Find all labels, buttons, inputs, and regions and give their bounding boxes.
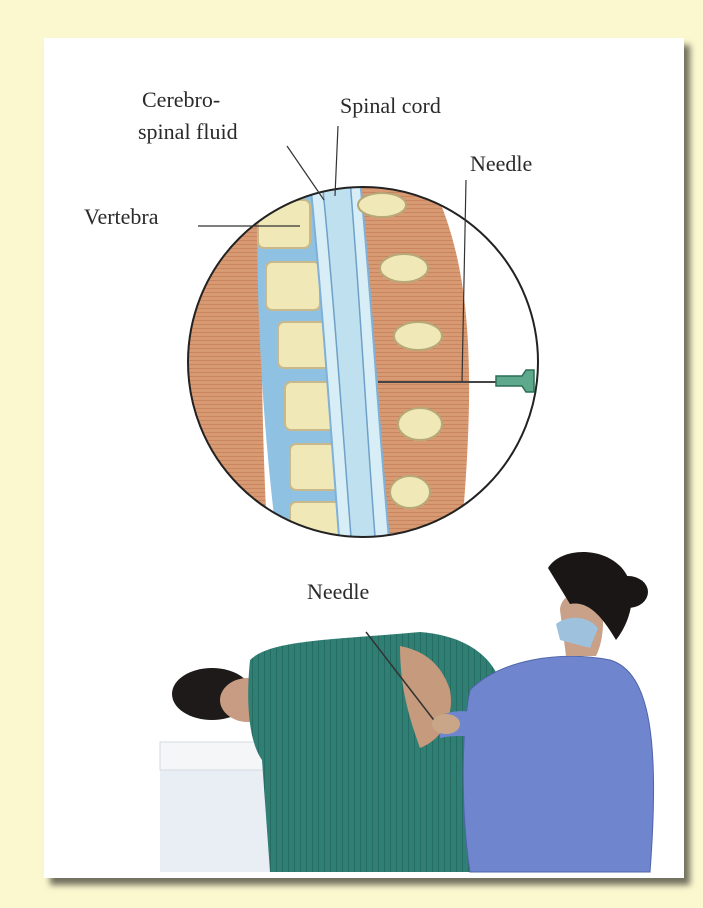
- label-vertebra: Vertebra: [84, 205, 159, 228]
- label-needle-magnified: Needle: [470, 152, 532, 175]
- label-csf-line2: spinal fluid: [138, 120, 238, 143]
- patient-scene: [160, 552, 654, 872]
- back-muscle-left: [180, 180, 268, 550]
- label-spinal-cord: Spinal cord: [340, 94, 441, 117]
- spine-cross-section: [180, 180, 550, 550]
- spinous-process: [358, 193, 406, 217]
- leader-csf: [287, 146, 324, 200]
- glove-hand: [432, 714, 460, 734]
- gown: [463, 656, 653, 872]
- hair-bun: [608, 576, 648, 608]
- spinous-process: [398, 408, 442, 440]
- label-needle-scene: Needle: [307, 580, 369, 603]
- spinous-process: [394, 322, 442, 350]
- leader-spinal-cord: [335, 126, 338, 196]
- spinous-process: [380, 254, 428, 282]
- spinous-process: [390, 476, 430, 508]
- vertebra-body: [258, 200, 310, 248]
- label-csf-line1: Cerebro-: [142, 88, 220, 111]
- vertebra-body: [266, 262, 320, 310]
